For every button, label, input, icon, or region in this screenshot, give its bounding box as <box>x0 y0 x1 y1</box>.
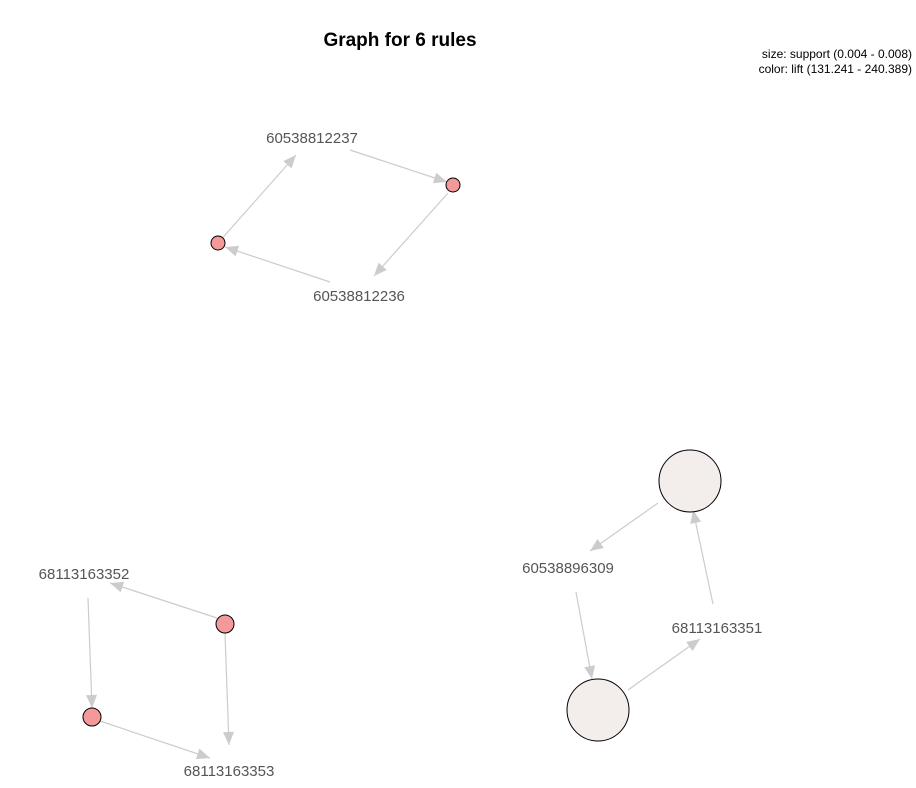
item-label-60538896309: 60538896309 <box>522 560 614 577</box>
item-label-68113163352: 68113163352 <box>39 566 130 583</box>
arrowhead-rule1-to-60538812236 <box>374 262 387 276</box>
edge-rule1-to-60538812236 <box>373 192 449 277</box>
item-label-60538812236: 60538812236 <box>313 288 405 305</box>
rule-node-5 <box>658 449 722 513</box>
arrowhead-rule3-to-68113163353 <box>195 748 210 760</box>
arrowhead-60538896309-to-rule6 <box>584 665 596 679</box>
arrowhead-68113163353-to-rule4 <box>223 731 235 745</box>
arrowhead-68113163352-to-rule3 <box>86 694 98 708</box>
graph-title: Graph for 6 rules <box>323 30 476 51</box>
edge-68113163352-to-rule3 <box>87 597 93 709</box>
edges-group <box>86 149 714 760</box>
rule-node-4 <box>215 614 235 634</box>
edge-68113163351-to-rule5 <box>692 509 714 605</box>
arrowhead-60538812236-to-rule2 <box>225 245 240 257</box>
edge-rule3-to-68113163353 <box>99 720 211 759</box>
rule-node-2 <box>210 235 226 251</box>
arrowhead-rule5-to-60538896309 <box>590 539 604 551</box>
item-label-68113163353: 68113163353 <box>184 763 275 780</box>
item-label-60538812237: 60538812237 <box>266 130 358 147</box>
edge-rule5-to-60538896309 <box>589 502 659 552</box>
rule-node-6 <box>566 678 630 742</box>
nodes-group <box>82 177 722 742</box>
edge-60538896309-to-rule6 <box>575 591 593 680</box>
edge-rule6-to-68113163351 <box>627 638 701 691</box>
item-label-68113163351: 68113163351 <box>672 620 763 637</box>
edge-rule2-to-60538812237 <box>217 154 297 244</box>
rule-node-3 <box>82 707 102 727</box>
arrowhead-rule6-to-68113163351 <box>686 639 700 652</box>
rule-node-1 <box>445 177 461 193</box>
legend-color: color: lift (131.241 - 240.389) <box>759 62 912 76</box>
arrowhead-60538812237-to-rule1 <box>432 172 447 184</box>
edge-68113163353-to-rule4 <box>224 632 230 746</box>
legend-size: size: support (0.004 - 0.008) <box>762 47 912 61</box>
edge-60538812236-to-rule2 <box>224 246 331 283</box>
edge-60538812237-to-rule1 <box>349 149 448 183</box>
arrowhead-rule4-to-68113163352 <box>110 581 125 593</box>
edge-rule4-to-68113163352 <box>109 582 218 619</box>
arrowhead-rule2-to-60538812237 <box>283 155 296 169</box>
arrowhead-68113163351-to-rule5 <box>690 510 702 524</box>
